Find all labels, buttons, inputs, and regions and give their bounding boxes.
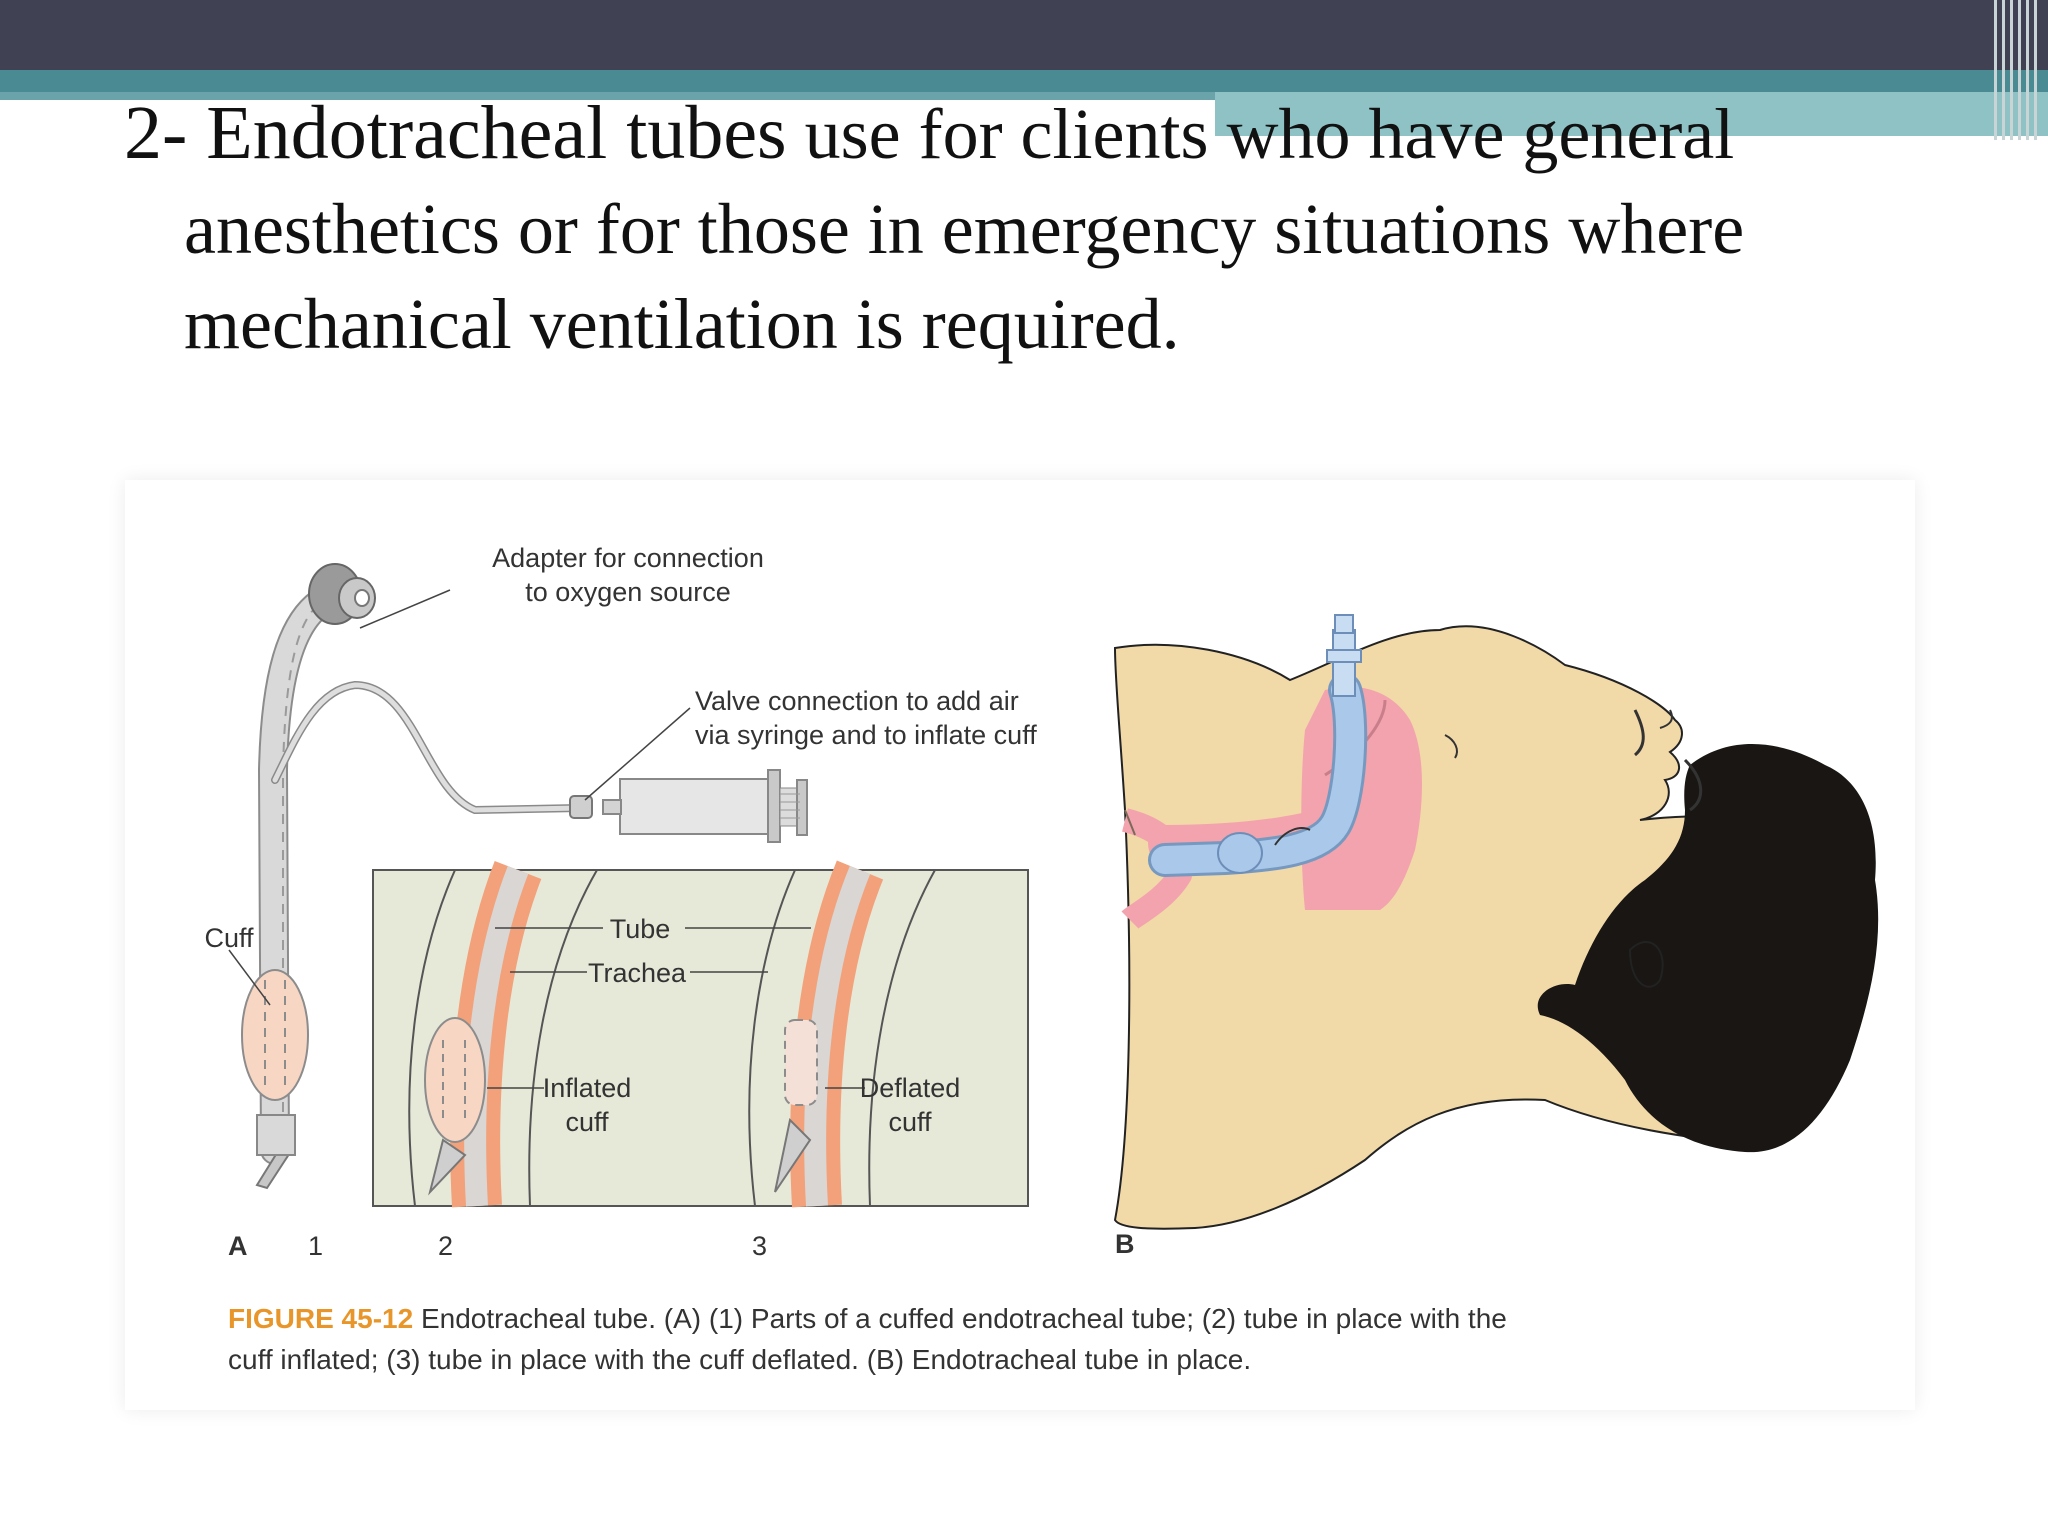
accent-band-pale: [1215, 92, 2048, 136]
figure-illustration: Adapter for connection to oxygen source …: [204, 543, 1879, 1261]
label-valve-line2: via syringe and to inflate cuff: [695, 720, 1037, 750]
et-tube-drawing: [241, 563, 808, 1190]
label-tube: Tube: [610, 914, 671, 944]
panel-number-2: 2: [438, 1231, 453, 1261]
patient-head-profile: [1113, 614, 1879, 1230]
trachea-inset: [372, 860, 1029, 1208]
heading-rest: use for clients who have general anesthe…: [184, 94, 1745, 364]
endotracheal-figure: Adapter for connection to oxygen source …: [125, 480, 1915, 1410]
accent-band: [0, 70, 2048, 92]
panel-number-3: 3: [752, 1231, 767, 1261]
slide-heading: 2- Endotracheal tubes use for clients wh…: [124, 86, 1964, 372]
caption-text: Endotracheal tube. (A) (1) Parts of a cu…: [228, 1303, 1507, 1375]
figure-number: FIGURE 45-12: [228, 1303, 414, 1334]
top-bar: [0, 0, 2048, 70]
label-trachea: Trachea: [588, 958, 687, 988]
label-adapter-line1: Adapter for connection: [492, 543, 764, 573]
label-valve-line1: Valve connection to add air: [695, 686, 1019, 716]
label-deflated-line1: Deflated: [860, 1073, 961, 1103]
label-cuff: Cuff: [204, 923, 254, 953]
label-deflated-line2: cuff: [888, 1107, 932, 1137]
figure-caption: FIGURE 45-12 Endotracheal tube. (A) (1) …: [228, 1298, 1508, 1380]
label-inflated-line1: Inflated: [543, 1073, 632, 1103]
label-inflated-line2: cuff: [565, 1107, 609, 1137]
heading-lead: 2- Endotracheal tubes: [124, 91, 787, 175]
panel-letter-a: A: [228, 1231, 248, 1261]
panel-number-1: 1: [308, 1231, 323, 1261]
panel-letter-b: B: [1115, 1229, 1135, 1259]
accent-band-light: [0, 92, 1215, 100]
decorative-stripes: [1990, 0, 2048, 140]
label-adapter-line2: to oxygen source: [525, 577, 731, 607]
